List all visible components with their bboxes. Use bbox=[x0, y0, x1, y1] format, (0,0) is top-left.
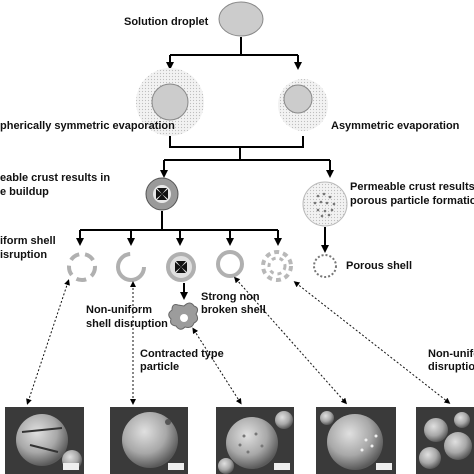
permeable-crust-particle bbox=[302, 181, 348, 227]
symmetric-droplet bbox=[151, 83, 189, 121]
label-asymmetric-evaporation: Asymmetric evaporation bbox=[331, 120, 460, 132]
label-nonuniform-right-1: Non-unifo bbox=[428, 348, 474, 360]
micrograph-4 bbox=[316, 407, 396, 474]
label-nonuniform-left-1: Non-uniform bbox=[86, 304, 152, 316]
link-strong-to-micrograph-4 bbox=[234, 276, 347, 405]
link-uniform-to-micrograph-1 bbox=[26, 279, 70, 405]
label-contracted-2: particle bbox=[140, 361, 179, 373]
pressure-arrows-icon bbox=[156, 188, 168, 200]
scale-bar-icon bbox=[168, 463, 184, 470]
strong-unbroken-shell bbox=[216, 250, 244, 278]
micrograph-5 bbox=[416, 407, 474, 474]
link-contracted-to-micrograph-3 bbox=[192, 327, 242, 405]
link-fragment-to-micrograph-5 bbox=[293, 281, 451, 404]
porous-shell bbox=[313, 254, 337, 278]
scale-bar-icon bbox=[63, 463, 79, 470]
label-permeable-crust-2: porous particle formatio bbox=[350, 195, 474, 207]
micrograph-2 bbox=[110, 407, 188, 474]
label-porous-shell: Porous shell bbox=[346, 260, 412, 272]
micrograph-3 bbox=[216, 407, 294, 474]
uniform-disrupted-shell bbox=[67, 252, 97, 282]
contracted-core bbox=[180, 314, 188, 322]
porous-dots bbox=[313, 192, 336, 218]
label-solution-droplet: Solution droplet bbox=[124, 16, 209, 28]
connector-top bbox=[170, 37, 298, 56]
asymmetric-droplet bbox=[283, 84, 313, 114]
label-contracted-1: Contracted type bbox=[140, 348, 224, 360]
label-impermeable-crust-2: e buildup bbox=[0, 186, 49, 198]
label-strong-shell-1: Strong non bbox=[201, 291, 260, 303]
nonuniform-disrupted-shell bbox=[116, 252, 146, 282]
scale-bar-icon bbox=[274, 463, 290, 470]
solution-droplet bbox=[218, 1, 264, 37]
label-nonuniform-left-2: shell disruption bbox=[86, 318, 168, 330]
label-nonuniform-right-2: disruption bbox=[428, 361, 474, 373]
collapse-arrows-icon bbox=[175, 261, 187, 273]
micrograph-1 bbox=[5, 407, 84, 474]
label-uniform-shell-1: iform shell bbox=[0, 235, 56, 247]
label-strong-shell-2: broken shell bbox=[201, 304, 266, 316]
label-impermeable-crust-1: eable crust results in bbox=[0, 172, 110, 184]
connector-branches bbox=[80, 211, 278, 231]
connector-merge bbox=[164, 136, 330, 161]
fragmented-shell bbox=[261, 250, 293, 282]
label-spherical-evaporation: pherically symmetric evaporation bbox=[0, 120, 175, 132]
label-uniform-shell-2: isruption bbox=[0, 249, 47, 261]
label-permeable-crust-1: Permeable crust results i bbox=[350, 181, 474, 193]
scale-bar-icon bbox=[376, 463, 392, 470]
